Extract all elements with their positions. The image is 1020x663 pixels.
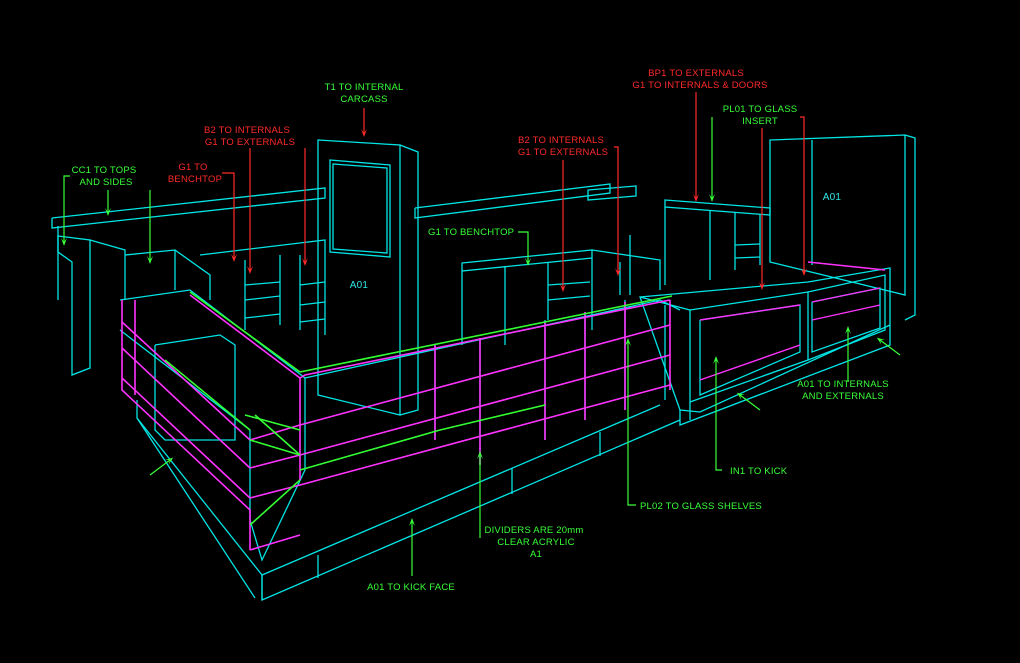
label-g1-benchtop-left-line1: G1 TO	[178, 162, 207, 173]
label-dividers-line1: DIVIDERS ARE 20mm	[485, 525, 584, 536]
label-in1: IN1 TO KICK	[730, 466, 788, 477]
label-g1-benchtop-mid: G1 TO BENCHTOP	[428, 227, 514, 238]
label-b2-left-line1: B2 TO INTERNALS	[204, 125, 290, 136]
label-cc1-line1: CC1 TO TOPS	[72, 165, 137, 176]
label-t1-line1: T1 TO INTERNAL	[325, 82, 404, 93]
label-a01-internals-line1: A01 TO INTERNALS	[797, 379, 889, 390]
label-dividers-line2: CLEAR ACRYLIC	[497, 537, 574, 548]
label-dividers-line3: A1	[530, 549, 542, 560]
label-pl01-line2: INSERT	[742, 116, 778, 127]
label-a01-tall-panel: A01	[350, 280, 369, 291]
glass-top-right	[699, 261, 886, 381]
leader-lines-green	[61, 117, 901, 576]
label-g1-benchtop-left-line2: BENCHTOP	[168, 174, 222, 185]
cabinet-carcass	[51, 134, 916, 601]
label-b2-left-line2: G1 TO EXTERNALS	[205, 137, 295, 148]
glass-display-cabinet	[121, 294, 671, 551]
label-pl02: PL02 TO GLASS SHELVES	[640, 501, 762, 512]
label-b2-right-line1: B2 TO INTERNALS	[518, 135, 604, 146]
label-t1-line2: CARCASS	[340, 94, 387, 105]
label-bp1-line2: G1 TO INTERNALS & DOORS	[632, 80, 767, 91]
label-bp1-line1: BP1 TO EXTERNALS	[648, 68, 744, 79]
label-b2-right-line2: G1 TO EXTERNALS	[518, 147, 608, 158]
leader-lines-red	[222, 92, 807, 292]
label-pl01-line1: PL01 TO GLASS	[723, 104, 798, 115]
label-cc1-line2: AND SIDES	[79, 177, 132, 188]
label-a01-right-panel: A01	[823, 192, 842, 203]
label-a01-kick: A01 TO KICK FACE	[367, 582, 455, 593]
label-a01-internals-line2: AND EXTERNALS	[802, 391, 884, 402]
glass-edge-highlights	[164, 291, 673, 526]
